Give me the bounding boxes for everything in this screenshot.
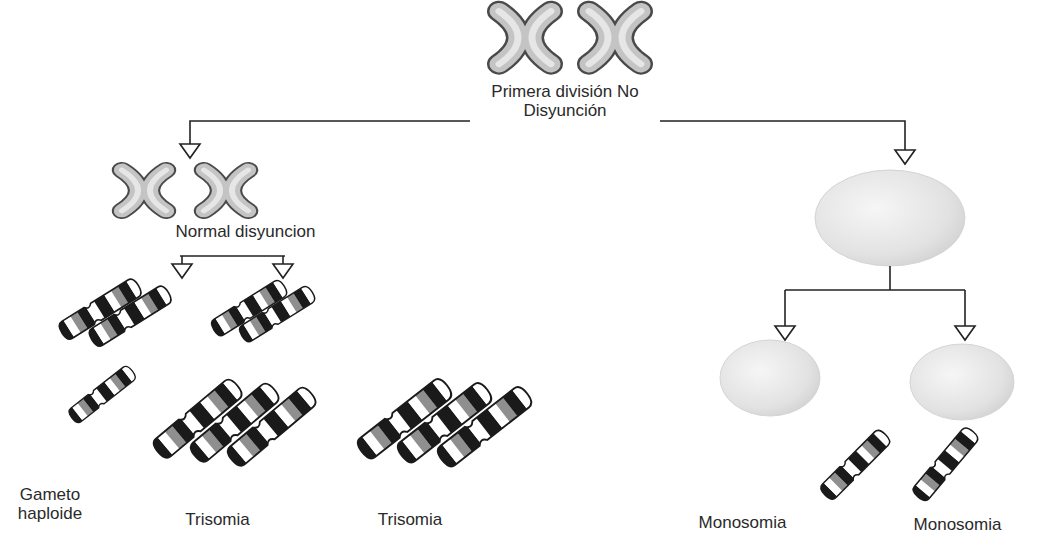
labelled-figure: Monosomia [895,425,1025,545]
figure-label: Monosomia [900,515,1015,534]
division-arrow [180,121,470,158]
figure-label: Monosomia [690,513,795,532]
labelled-figure: Primera división No Disyunción [470,0,660,124]
figure-label: Normal disyuncion [148,222,343,241]
arrow-head [180,144,200,158]
figure-label: Gameto haploide [5,485,95,523]
branch-arrow [660,121,915,164]
labelled-figure: Normal disyuncion [100,158,345,250]
banded-chromosome [817,426,894,503]
chromatid-pair [208,277,319,345]
x-chromosome-pair [122,170,248,211]
labelled-figure: Monosomia [685,425,895,545]
figure-label: Trisomia [165,510,270,529]
chromatid-pair [55,275,175,349]
empty-cell [815,170,965,266]
connector-line [190,121,470,144]
labelled-figure: Gameto haploide [0,360,140,545]
labelled-figure: Trisomia [150,360,315,545]
figure-label: Primera división No Disyunción [485,82,645,120]
trisomy-chromosomes [353,374,536,471]
banded-chromosome [909,424,981,504]
figure-label: Trisomia [355,510,465,529]
x-chromosome-pair [499,11,641,64]
split-arrow [775,266,975,340]
trisomy-chromosomes [149,375,320,470]
labelled-figure: Trisomia [350,360,550,545]
banded-chromosome [66,363,139,426]
split-arrow [172,256,293,278]
empty-cell [720,340,820,416]
empty-cell [910,344,1014,420]
